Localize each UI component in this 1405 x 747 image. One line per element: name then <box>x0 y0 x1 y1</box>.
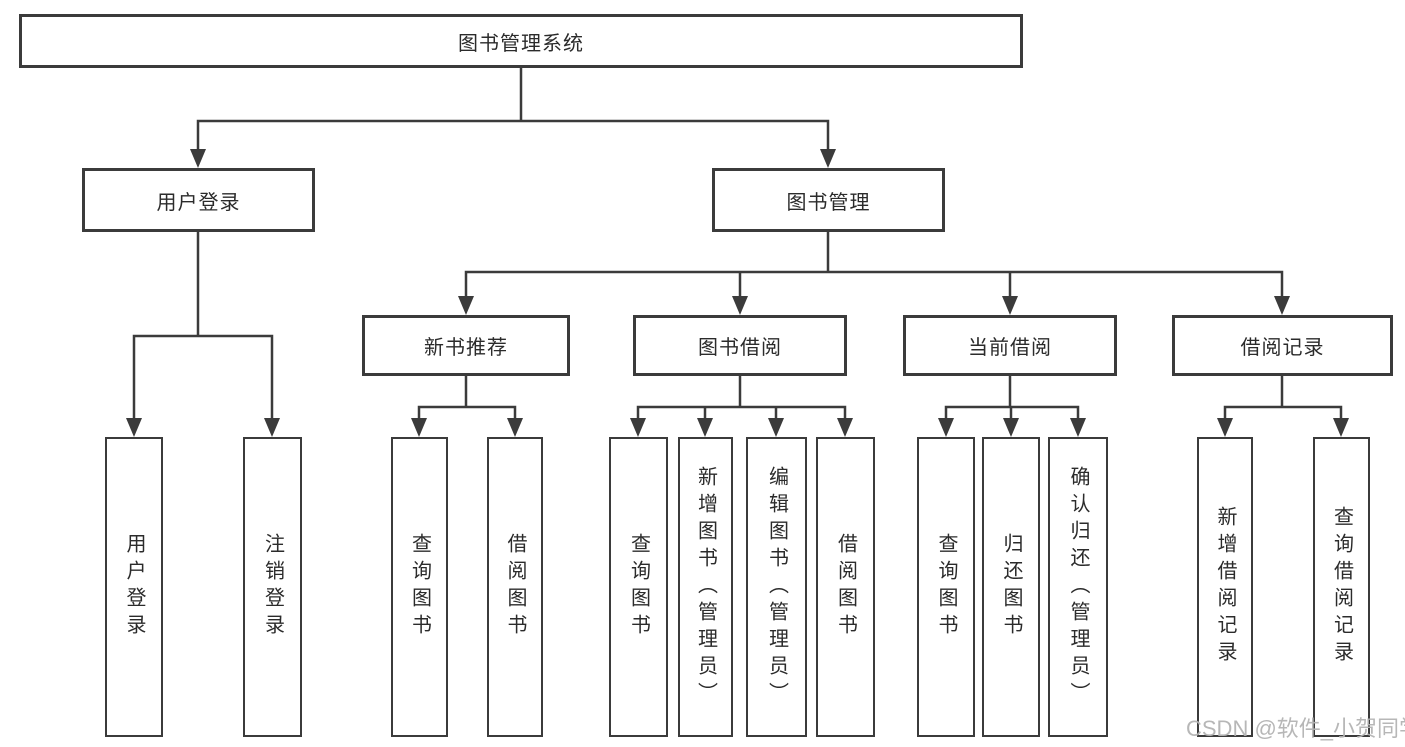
connector-records-group <box>1223 376 1343 421</box>
arrow-down-icon <box>820 149 836 168</box>
leaf-user-login-label: 用户登录 <box>123 533 145 641</box>
connector-root-to-level2 <box>196 68 830 152</box>
arrow-down-icon <box>938 418 954 437</box>
leaf-borrow-books-newbooks-label: 借阅图书 <box>504 533 526 641</box>
csdn-watermark: CSDN @软件_小贺同学 <box>1186 716 1405 741</box>
node-book-borrow: 图书借阅 <box>633 315 847 376</box>
arrow-down-icon <box>1002 296 1018 315</box>
leaf-borrow-books-borrowing: 借阅图书 <box>816 437 875 737</box>
leaf-return-books: 归还图书 <box>982 437 1040 737</box>
connector-lines <box>132 68 1343 421</box>
leaf-confirm-return-admin: 确认归还（管理员） <box>1048 437 1108 737</box>
node-current-borrow: 当前借阅 <box>903 315 1117 376</box>
leaf-borrow-books-borrowing-label: 借阅图书 <box>834 533 857 641</box>
leaf-query-books-current-label: 查询图书 <box>935 533 957 641</box>
arrow-down-icon <box>264 418 280 437</box>
arrow-down-icon <box>732 296 748 315</box>
node-borrow-records-label: 借阅记录 <box>1240 337 1325 359</box>
arrow-down-icon <box>768 418 784 437</box>
arrowheads <box>126 149 1349 437</box>
arrow-down-icon <box>411 418 427 437</box>
leaf-logout-label: 注销登录 <box>261 533 284 641</box>
leaf-edit-book-admin-label: 编辑图书（管理员） <box>765 465 788 709</box>
node-book-management-label: 图书管理 <box>786 191 871 214</box>
leaf-query-borrow-record-label: 查询借阅记录 <box>1330 506 1353 668</box>
node-root-label: 图书管理系统 <box>458 32 584 55</box>
leaf-query-books-borrowing: 查询图书 <box>609 437 668 737</box>
leaf-edit-book-admin: 编辑图书（管理员） <box>746 437 807 737</box>
arrow-down-icon <box>126 418 142 437</box>
leaf-query-borrow-record: 查询借阅记录 <box>1313 437 1370 737</box>
leaf-borrow-books-newbooks: 借阅图书 <box>487 437 543 737</box>
arrow-down-icon <box>507 418 523 437</box>
node-borrow-records: 借阅记录 <box>1172 315 1393 376</box>
leaf-query-books-newbooks-label: 查询图书 <box>408 533 431 641</box>
node-new-book-recommend: 新书推荐 <box>362 315 570 376</box>
node-book-management: 图书管理 <box>712 168 945 232</box>
connector-userlogin-group <box>132 232 274 421</box>
leaf-query-books-current: 查询图书 <box>917 437 975 737</box>
leaf-logout: 注销登录 <box>243 437 302 737</box>
leaf-add-borrow-record-label: 新增借阅记录 <box>1214 506 1236 668</box>
connector-current-group <box>944 376 1080 421</box>
leaf-confirm-return-admin-label: 确认归还（管理员） <box>1067 465 1089 709</box>
leaf-add-borrow-record: 新增借阅记录 <box>1197 437 1253 737</box>
arrow-down-icon <box>1333 418 1349 437</box>
node-book-borrow-label: 图书借阅 <box>698 337 782 359</box>
arrow-down-icon <box>697 418 713 437</box>
node-current-borrow-label: 当前借阅 <box>968 337 1052 359</box>
leaf-return-books-label: 归还图书 <box>1000 533 1022 641</box>
arrow-down-icon <box>458 296 474 315</box>
arrow-down-icon <box>1070 418 1086 437</box>
node-new-book-recommend-label: 新书推荐 <box>424 337 508 359</box>
node-root: 图书管理系统 <box>19 14 1023 68</box>
arrow-down-icon <box>190 149 206 168</box>
leaf-query-books-borrowing-label: 查询图书 <box>627 533 650 641</box>
connector-bookmgmt-to-level3 <box>464 232 1284 299</box>
arrow-down-icon <box>837 418 853 437</box>
node-user-login-label: 用户登录 <box>156 191 241 214</box>
connector-newbooks-group <box>417 376 517 421</box>
leaf-add-book-admin: 新增图书（管理员） <box>678 437 733 737</box>
leaf-user-login: 用户登录 <box>105 437 163 737</box>
node-user-login: 用户登录 <box>82 168 315 232</box>
arrow-down-icon <box>1003 418 1019 437</box>
arrow-down-icon <box>1274 296 1290 315</box>
leaf-add-book-admin-label: 新增图书（管理员） <box>694 465 717 709</box>
arrow-down-icon <box>630 418 646 437</box>
leaf-query-books-newbooks: 查询图书 <box>391 437 448 737</box>
arrow-down-icon <box>1217 418 1233 437</box>
connector-borrowing-group <box>636 376 847 421</box>
